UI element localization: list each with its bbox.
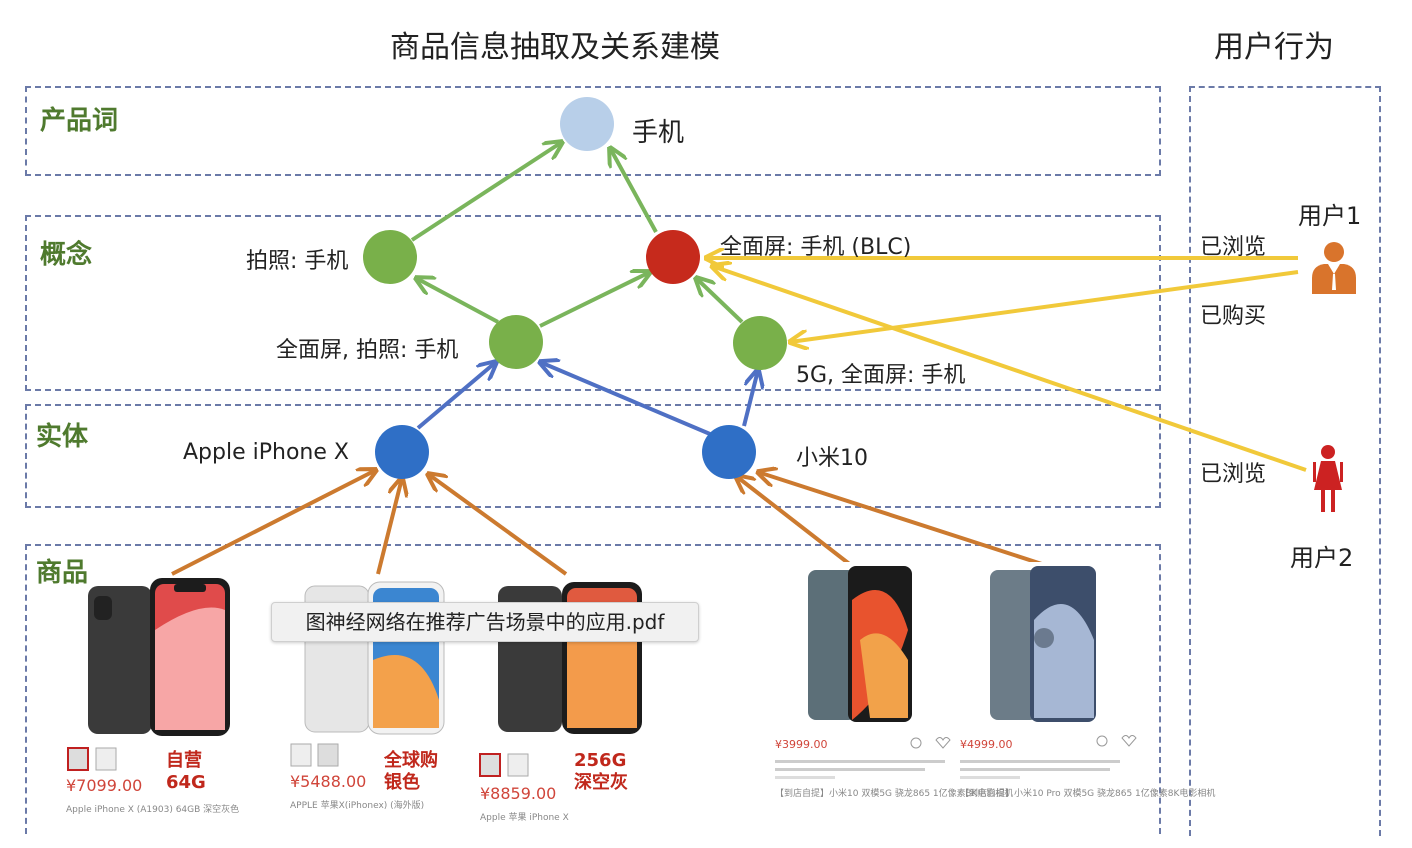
desc-lines-5	[960, 760, 1120, 763]
iphone-x-black-image-1	[88, 578, 230, 736]
goods-3-desc: Apple 苹果 iPhone X	[480, 813, 569, 823]
desc-lines-4	[775, 760, 945, 763]
desc-lines-5b	[960, 768, 1110, 771]
goods-5-price: ¥4999.00	[960, 738, 1013, 751]
edge-good2-to-iphone	[376, 478, 402, 575]
layer-label-product-word: 产品词	[40, 106, 119, 136]
goods-3-tag: 256G 深空灰	[574, 750, 628, 793]
layer-label-entity: 实体	[36, 422, 89, 452]
thumb-3b	[507, 753, 529, 777]
node-label-5g-fullscreen: 5G, 全面屏: 手机	[796, 363, 966, 388]
edge-good4-to-xiaomi	[736, 476, 854, 568]
edge-good1-to-iphone	[171, 470, 376, 576]
heart-icon-2	[1121, 735, 1137, 747]
file-name-tooltip: 图神经网络在推荐广告场景中的应用.pdf	[271, 602, 699, 642]
node-label-fullscreen-blc: 全面屏: 手机 (BLC)	[720, 235, 912, 260]
desc-lines-5c	[960, 776, 1020, 779]
node-fullscreen-photo	[489, 315, 543, 369]
goods-layer-box	[25, 544, 1161, 834]
right-title: 用户行为	[1214, 30, 1334, 65]
thumb-2a	[290, 743, 312, 767]
edge-photo-to-phone	[410, 142, 562, 242]
left-title: 商品信息抽取及关系建模	[390, 30, 720, 65]
xiaomi-10-image	[775, 562, 951, 734]
node-label-photo-phone: 拍照: 手机	[246, 249, 349, 274]
node-xiaomi10	[702, 425, 756, 479]
desc-lines-4c	[775, 776, 835, 779]
action-bought-user1: 已购买	[1200, 304, 1267, 329]
edge-xiaomi-to-5g	[742, 370, 758, 427]
edge-fsphoto-to-photo	[416, 278, 499, 324]
edge-blc-to-phone	[610, 148, 658, 233]
goods-1-desc: Apple iPhone X (A1903) 64GB 深空灰色	[66, 805, 240, 815]
edge-iphone-to-fsphoto	[416, 362, 496, 430]
user2-label: 用户2	[1290, 544, 1354, 572]
product-word-layer-box	[25, 86, 1161, 176]
edge-xiaomi-to-fsphoto	[540, 362, 711, 436]
thumb-3a	[479, 753, 501, 777]
goods-1-price: ¥7099.00	[66, 776, 143, 795]
action-browsed-user2: 已浏览	[1200, 462, 1267, 487]
goods-4-desc: 【到店自提】小米10 双模5G 骁龙865 1亿像素8K电影相机	[775, 789, 1014, 799]
concept-layer-box	[25, 215, 1161, 391]
node-label-fullscreen-photo: 全面屏, 拍照: 手机	[276, 338, 459, 363]
edge-user1-bought-5g	[790, 270, 1299, 342]
heart-icon	[935, 737, 951, 749]
compare-icon	[910, 737, 922, 749]
goods-3-price: ¥8859.00	[480, 784, 557, 803]
edge-user2-browsed-blc	[712, 266, 1307, 472]
node-label-iphone-x: Apple iPhone X	[183, 440, 349, 465]
node-fullscreen-blc	[646, 230, 700, 284]
goods-2-price: ¥5488.00	[290, 772, 367, 791]
thumb-1b	[95, 747, 117, 771]
entity-layer-box	[25, 404, 1161, 508]
desc-lines-4b	[775, 768, 925, 771]
layer-label-concept: 概念	[40, 240, 93, 270]
edge-good5-to-xiaomi	[758, 472, 1049, 568]
user1-label: 用户1	[1298, 202, 1362, 230]
edge-fsphoto-to-blc	[539, 272, 650, 328]
node-5g-fullscreen	[733, 316, 787, 370]
thumb-2b	[317, 743, 339, 767]
node-photo-phone	[363, 230, 417, 284]
thumb-1a	[67, 747, 89, 771]
user-behavior-box	[1189, 86, 1381, 836]
edge-5g-to-blc	[696, 278, 744, 324]
layer-label-goods: 商品	[36, 558, 89, 588]
woman-icon	[1313, 445, 1343, 512]
goods-2-tag: 全球购 银色	[384, 750, 438, 793]
compare-icon-2	[1096, 735, 1108, 747]
edge-good3-to-iphone	[428, 474, 568, 576]
node-label-xiaomi10: 小米10	[796, 446, 868, 471]
node-iphone-x	[375, 425, 429, 479]
goods-1-tag: 自营 64G	[166, 750, 206, 793]
node-label-phone: 手机	[632, 118, 685, 148]
node-phone	[560, 97, 614, 151]
action-browsed-user1: 已浏览	[1200, 235, 1267, 260]
businessman-icon	[1312, 242, 1356, 294]
xiaomi-10-pro-image	[958, 562, 1138, 734]
goods-5-desc: 【到店自提】小米10 Pro 双模5G 骁龙865 1亿像素8K电影相机	[960, 789, 1216, 799]
goods-2-desc: APPLE 苹果X(iPhonex) (海外版)	[290, 801, 425, 811]
goods-4-price: ¥3999.00	[775, 738, 828, 751]
